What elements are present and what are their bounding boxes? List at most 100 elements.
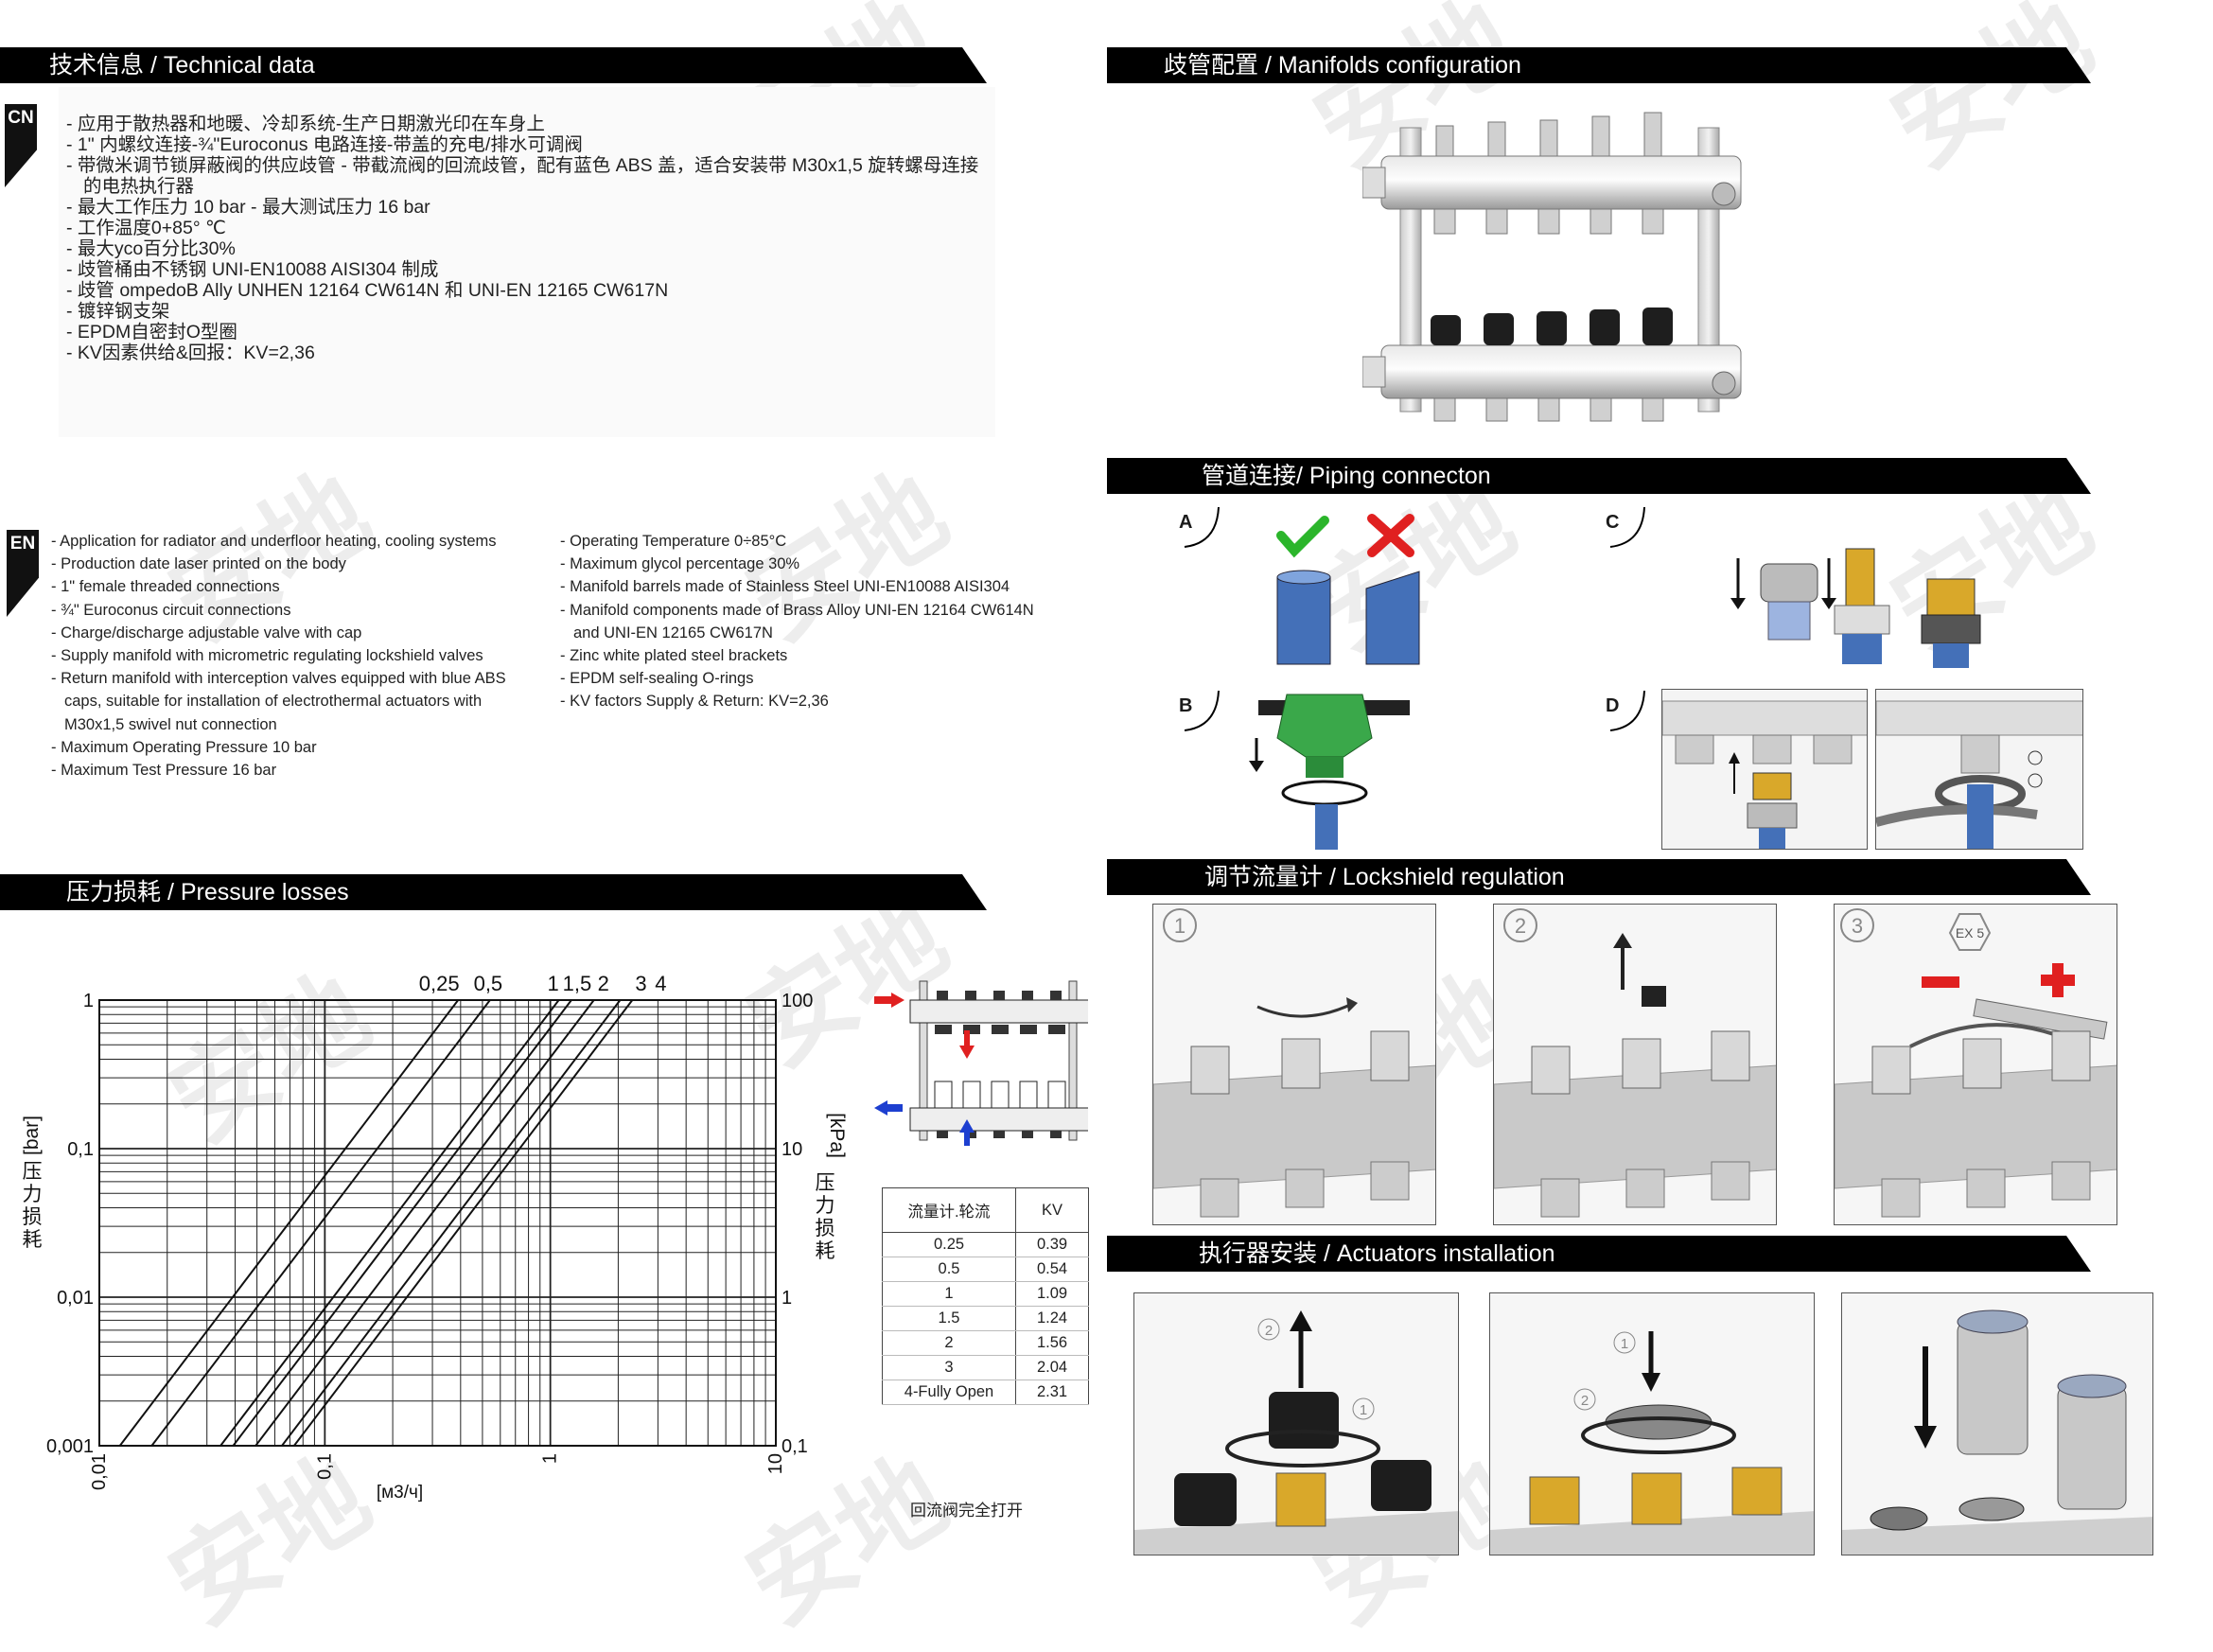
curve-label: 2 [598,972,609,995]
en-spec-item: - KV factors Supply & Return: KV=2,36 [560,693,829,711]
en-spec-item: - ¾" Euroconus circuit connections [51,601,291,619]
step-number: 2 [1515,914,1526,938]
series-line-0,25 [118,999,460,1447]
section-header-pressure: 压力损耗 / Pressure losses [0,874,987,910]
x-tick-label: 0,1 [314,1453,335,1480]
footnote: 回流阀完全打开 [910,1502,1023,1520]
cn-badge: CN [5,104,37,187]
step-number: 3 [1852,914,1863,938]
cn-spec-item: - 工作温度0+85° ℃ [66,218,226,238]
x-tick-label: 0,01 [89,1453,110,1490]
return-arrow-icon [874,1100,887,1116]
step-number: 1 [1174,914,1186,938]
section-header-piping: 管道连接/ Piping connecton [1107,458,2091,494]
en-spec-list-left: - Application for radiator and underfloo… [51,530,543,782]
cn-spec-item: - 最大工作压力 10 bar - 最大测试压力 16 bar [66,197,430,218]
cn-spec-item: - 镀锌钢支架 [66,301,170,322]
actuator-step-2: 1 2 [1489,1292,1815,1555]
lockshield-step-1: 1 [1152,904,1436,1225]
en-spec-item: - Supply manifold with micrometric regul… [51,647,483,665]
cn-spec-list: - 应用于散热器和地暖、冷却系统-生产日期激光印在车身上 - 1" 内螺纹连接-… [66,114,993,363]
en-spec-item: - Charge/discharge adjustable valve with… [51,624,362,641]
series-line-4 [293,999,634,1447]
actuator-step-3 [1841,1292,2153,1555]
section-header-technical: 技术信息 / Technical data [0,47,987,83]
curve-label: 0,5 [474,972,503,995]
y2-axis-label-cn: 压 [816,1172,835,1194]
curve-label: 4 [655,972,666,995]
lockshield-step-3: 3 EX 5 [1834,904,2117,1225]
manifold-image [1362,112,1742,422]
en-spec-item: - Maximum Operating Pressure 10 bar [51,738,317,756]
section-header-manifolds: 歧管配置 / Manifolds configuration [1107,47,2091,83]
piping-label-c: C [1606,512,1620,533]
cn-spec-item: - KV因素供给&回报：KV=2,36 [66,343,315,363]
curve-label: 3 [635,972,646,995]
cn-spec-item: - 最大yco百分比30% [66,238,236,259]
step-number: 1 [1621,1336,1628,1352]
y2-tick-label: 10 [782,1139,802,1160]
y2-tick-label: 1 [782,1288,792,1309]
en-spec-item: - Maximum Test Pressure 16 bar [51,762,277,780]
cn-spec-item: - 带微米调节锁屏蔽阀的供应歧管 - 带截流阀的回流歧管，配有蓝色 ABS 盖，… [66,155,979,197]
y2-axis-label-cn: 力 [816,1195,835,1217]
cn-spec-item: - EPDM自密封O型圈 [66,322,237,343]
en-spec-item: - Zinc white plated steel brackets [560,647,788,665]
en-spec-item: - Operating Temperature 0÷85°C [560,533,787,550]
supply-arrow-icon [891,993,905,1008]
series-line-0,5 [150,999,491,1447]
en-spec-item: - Manifold components made of Brass Allo… [560,601,1034,641]
y-axis-label-cn: 力 [23,1184,43,1205]
en-spec-item: - 1" female threaded connections [51,578,280,596]
y2-tick-label: 0,1 [782,1436,808,1457]
y-tick-label: 1 [83,991,94,1011]
en-badge: EN [7,530,39,617]
lockshield-step-2: 2 [1493,904,1777,1225]
actuator-step-1: 2 1 [1133,1292,1459,1555]
kv-table-header-kv: KV [1015,1187,1089,1233]
series-line-1,5 [232,999,572,1447]
y-axis-label: [bar] [21,1116,43,1155]
curve-label: 1,5 [563,972,592,995]
pipe-fitting-image [1730,548,1981,668]
x-tick-label: 1 [540,1453,561,1464]
y-axis-label-cn: 压 [23,1161,43,1183]
pipe-cut-check-icon [1276,514,1420,665]
y-axis-label-cn: 损 [23,1206,43,1228]
piping-d-image-2 [1875,689,2083,850]
y2-axis-label: [kPa] [826,1113,848,1158]
y-tick-label: 0,001 [46,1436,94,1457]
curve-label: 1 [547,972,558,995]
kv-table-header-flow: 流量计.轮流 [882,1187,1016,1233]
y-tick-label: 0,1 [67,1139,94,1160]
en-spec-list-right: - Operating Temperature 0÷85°C - Maximum… [560,530,1043,713]
watermark: 安地 [1871,0,2113,191]
manifold-flow-diagram [874,980,1088,1146]
piping-label-a: A [1179,512,1193,533]
cn-spec-item: - 歧管桶由不锈钢 UNI-EN10088 AISI304 制成 [66,259,439,280]
y2-axis-label-cn: 耗 [816,1240,835,1262]
y-axis-label-cn: 耗 [23,1229,43,1251]
cn-spec-item: - 1" 内螺纹连接-¾"Euroconus 电路连接-带盖的充电/排水可调阀 [66,134,583,155]
ex-label: EX 5 [1956,925,1985,940]
y2-axis-label-cn: 损 [816,1218,835,1239]
en-spec-item: - Application for radiator and underfloo… [51,533,497,550]
step-number: 2 [1265,1323,1273,1339]
pipe-deburr-tool-image [1249,694,1410,850]
minus-icon [1922,976,1959,988]
en-spec-item: - Return manifold with interception valv… [51,670,506,733]
section-header-lockshield: 调节流量计 / Lockshield regulation [1107,859,2091,895]
piping-label-d: D [1606,695,1620,716]
en-spec-item: - Production date laser printed on the b… [51,555,346,573]
section-header-actuators: 执行器安装 / Actuators installation [1107,1236,2091,1272]
en-spec-item: - Maximum glycol percentage 30% [560,555,800,573]
